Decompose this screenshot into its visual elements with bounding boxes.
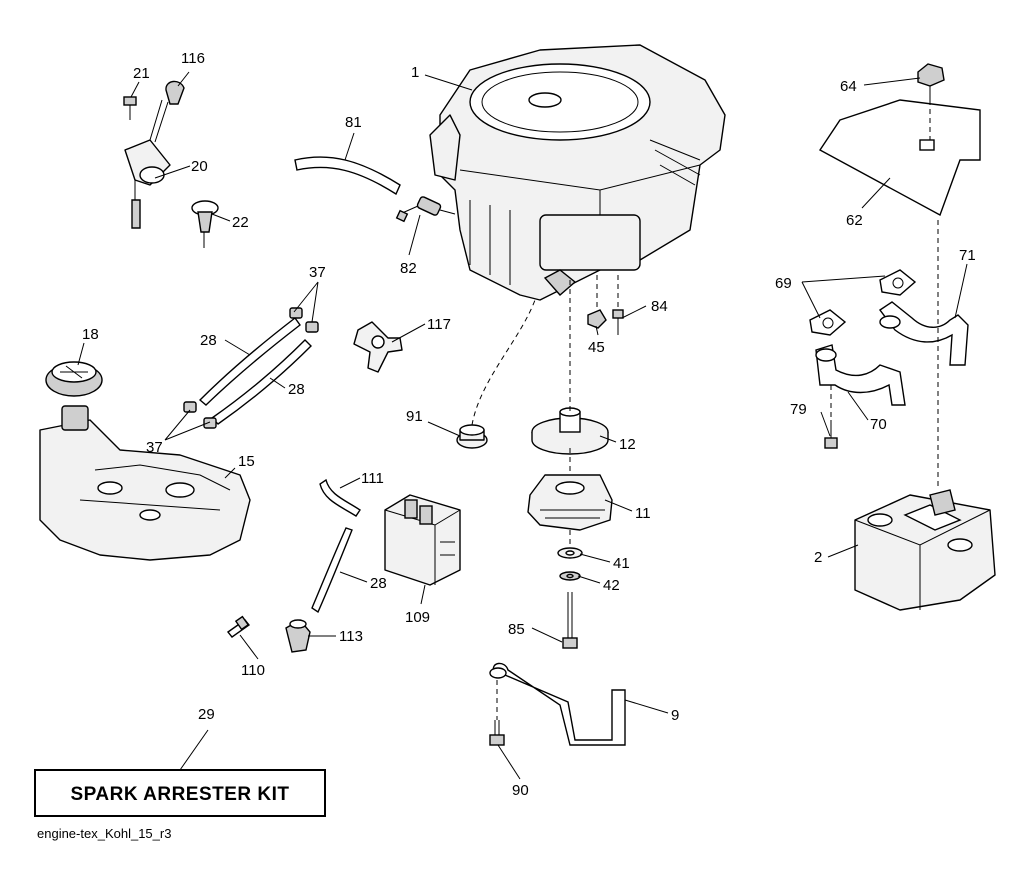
heat-shield-62[interactable] bbox=[818, 99, 981, 217]
callout-64: 64 bbox=[840, 78, 857, 95]
callout-45: 45 bbox=[588, 339, 605, 356]
callout-109: 109 bbox=[405, 609, 430, 626]
fuel-pump-109[interactable] bbox=[384, 494, 461, 586]
bolt-85[interactable] bbox=[562, 592, 578, 649]
washer-42[interactable] bbox=[559, 571, 581, 581]
bolt-90[interactable] bbox=[489, 720, 505, 746]
callout-12: 12 bbox=[619, 436, 636, 453]
gasket-69-b[interactable] bbox=[809, 309, 847, 336]
grommet-91[interactable] bbox=[456, 424, 488, 449]
callout-37b: 37 bbox=[146, 439, 163, 456]
fuel-hose-81[interactable] bbox=[294, 156, 401, 196]
callout-84: 84 bbox=[651, 298, 668, 315]
callout-79: 79 bbox=[790, 401, 807, 418]
bolt-84[interactable] bbox=[612, 309, 624, 335]
diagram-reference: engine-tex_Kohl_15_r3 bbox=[37, 826, 171, 841]
callout-21: 21 bbox=[133, 65, 150, 82]
bolt-79[interactable] bbox=[824, 420, 838, 449]
knob-64[interactable] bbox=[917, 63, 945, 100]
callout-71: 71 bbox=[959, 247, 976, 264]
callout-117: 117 bbox=[427, 316, 451, 333]
callout-85: 85 bbox=[508, 621, 525, 638]
callout-18: 18 bbox=[82, 326, 99, 343]
spark-arrester-kit-label: SPARK ARRESTER KIT bbox=[70, 784, 289, 805]
callout-62: 62 bbox=[846, 212, 863, 229]
callout-70: 70 bbox=[870, 416, 887, 433]
callout-82: 82 bbox=[400, 260, 417, 277]
nut-45[interactable] bbox=[587, 309, 607, 329]
callout-113: 113 bbox=[339, 628, 363, 645]
screw-21[interactable] bbox=[123, 96, 137, 120]
gasket-69-a[interactable] bbox=[879, 269, 917, 296]
exhaust-pipe-71[interactable] bbox=[878, 301, 969, 366]
fuel-fitting-82[interactable] bbox=[395, 196, 456, 223]
callout-90: 90 bbox=[512, 782, 529, 799]
callout-42: 42 bbox=[603, 577, 620, 594]
fuel-cap-18[interactable] bbox=[45, 361, 103, 397]
rod-9[interactable] bbox=[492, 662, 626, 746]
callout-111: 111 bbox=[361, 470, 384, 487]
fuel-hose-28-upper[interactable] bbox=[198, 317, 301, 406]
fuel-fitting-110[interactable] bbox=[226, 615, 251, 638]
callout-69: 69 bbox=[775, 275, 792, 292]
fuel-hose-111[interactable] bbox=[319, 478, 361, 517]
electric-clutch-11[interactable] bbox=[527, 474, 613, 531]
pulley-12[interactable] bbox=[531, 407, 609, 455]
engine-part[interactable] bbox=[429, 44, 726, 301]
callout-22: 22 bbox=[232, 214, 249, 231]
callout-1: 1 bbox=[411, 64, 419, 81]
fuel-hose-28-lower[interactable] bbox=[210, 339, 312, 425]
callout-29: 29 bbox=[198, 706, 215, 723]
muffler-2[interactable] bbox=[854, 489, 996, 611]
callout-numbers: 1 2 9 11 12 15 18 20 21 22 28 28 28 29 3… bbox=[82, 50, 976, 799]
fuel-tank-15[interactable] bbox=[39, 405, 251, 561]
callout-110: 110 bbox=[241, 662, 265, 679]
callout-81: 81 bbox=[345, 114, 362, 131]
callout-2: 2 bbox=[814, 549, 822, 566]
callout-28c: 28 bbox=[370, 575, 387, 592]
throttle-knob-116[interactable] bbox=[165, 80, 185, 105]
fuel-hose-28-pump[interactable] bbox=[311, 527, 353, 614]
callout-116: 116 bbox=[181, 50, 205, 67]
callout-91: 91 bbox=[406, 408, 423, 425]
choke-knob-22[interactable] bbox=[191, 200, 219, 248]
leader-lines bbox=[77, 71, 968, 780]
throttle-control-20[interactable] bbox=[124, 99, 171, 229]
callout-41: 41 bbox=[613, 555, 630, 572]
callout-37a: 37 bbox=[309, 264, 326, 281]
callout-15: 15 bbox=[238, 453, 255, 470]
washer-41[interactable] bbox=[557, 547, 583, 559]
fuel-fitting-113[interactable] bbox=[285, 619, 311, 653]
callout-28b: 28 bbox=[288, 381, 305, 398]
callout-11: 11 bbox=[635, 505, 651, 522]
callout-9: 9 bbox=[671, 707, 679, 724]
callout-28a: 28 bbox=[200, 332, 217, 349]
shutoff-valve-117[interactable] bbox=[353, 321, 403, 373]
spark-arrester-kit-29[interactable]: SPARK ARRESTER KIT bbox=[34, 769, 326, 817]
callout-20: 20 bbox=[191, 158, 208, 175]
